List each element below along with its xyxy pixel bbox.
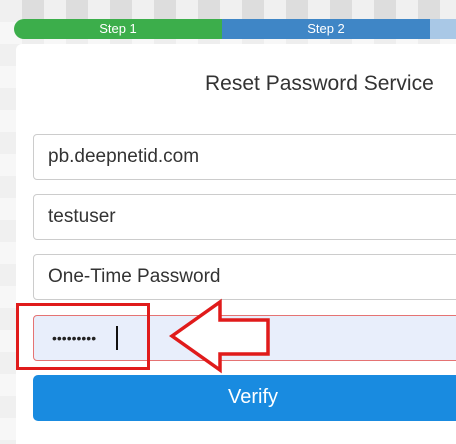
progress-step-3 bbox=[430, 19, 456, 39]
verify-button[interactable]: Verify bbox=[33, 375, 456, 421]
text-caret bbox=[116, 326, 118, 350]
page-title: Reset Password Service bbox=[205, 72, 434, 95]
progress-step-1: Step 1 bbox=[14, 19, 222, 39]
left-arrow-icon bbox=[168, 298, 270, 374]
highlight-box bbox=[16, 303, 150, 370]
progress-bar: Step 1 Step 2 bbox=[14, 19, 456, 39]
password-dots: ••••••••• bbox=[52, 330, 97, 346]
progress-step-2: Step 2 bbox=[222, 19, 430, 39]
domain-field[interactable]: pb.deepnetid.com bbox=[33, 134, 456, 180]
otp-field[interactable]: One-Time Password bbox=[33, 254, 456, 300]
username-field[interactable]: testuser bbox=[33, 194, 456, 240]
